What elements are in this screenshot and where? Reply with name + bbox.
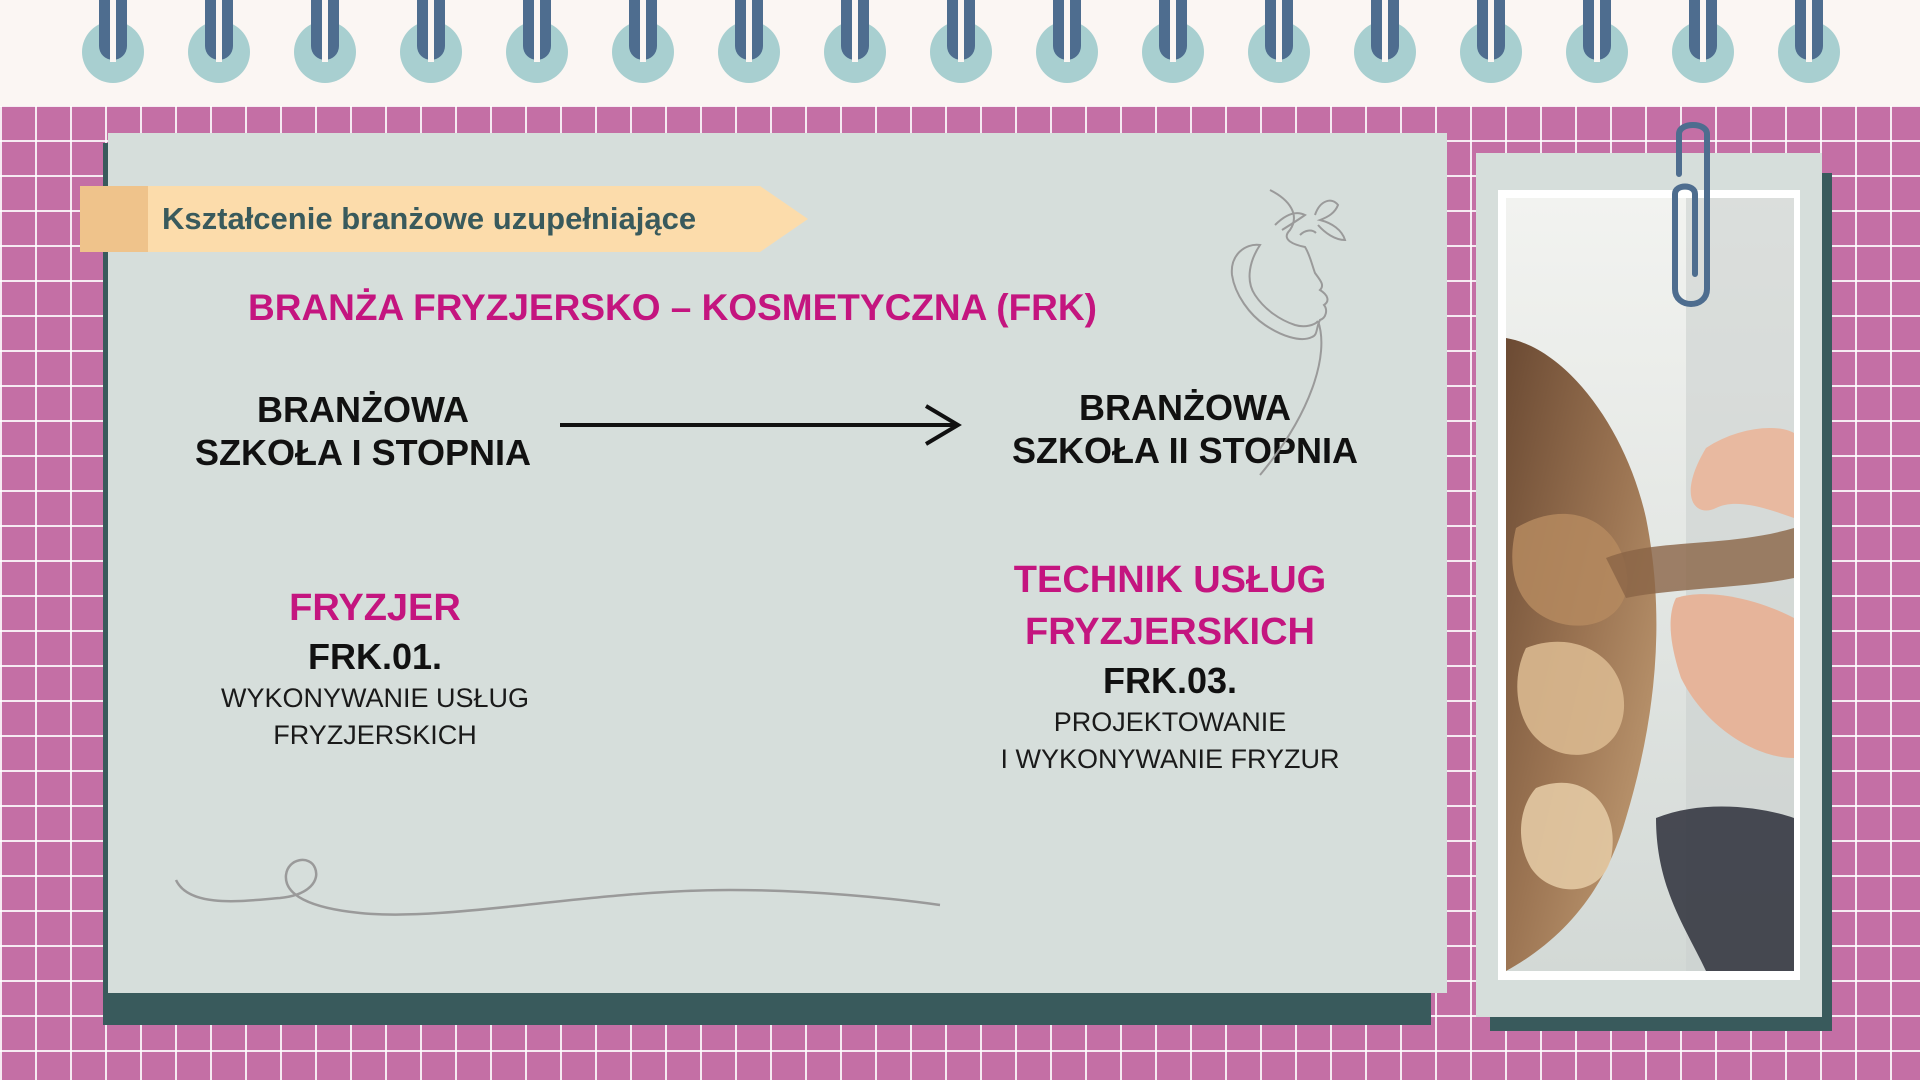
- school-level-1: BRANŻOWA SZKOŁA I STOPNIA: [178, 388, 548, 474]
- banner-label: Kształcenie branżowe uzupełniające: [162, 201, 697, 236]
- binder-ring-icon: [1460, 0, 1522, 83]
- binder-ring-icon: [1036, 0, 1098, 83]
- binder-ring-icon: [82, 0, 144, 83]
- profession-left-title: FRYZJER: [289, 587, 461, 629]
- profession-left-desc-line2: FRYZJERSKICH: [273, 720, 477, 750]
- binder-ring-icon: [506, 0, 568, 83]
- face-line-art: [1230, 189, 1347, 476]
- binder-ring-icon: [400, 0, 462, 83]
- profession-left: FRYZJER FRK.01. WYKONYWANIE USŁUG FRYZJE…: [175, 582, 575, 754]
- profession-right-title-line2: FRYZJERSKICH: [1025, 611, 1315, 653]
- category-banner: Kształcenie branżowe uzupełniające: [80, 186, 808, 252]
- profession-right-desc: PROJEKTOWANIE I WYKONYWANIE FRYZUR: [960, 704, 1380, 778]
- arrow-right-icon: [560, 404, 962, 446]
- paperclip-icon: [1672, 122, 1710, 307]
- binder-ring-icon: [188, 0, 250, 83]
- profession-left-code: FRK.01.: [307, 636, 443, 677]
- school-level-1-line2: SZKOŁA I STOPNIA: [194, 432, 532, 473]
- profession-left-desc: WYKONYWANIE USŁUG FRYZJERSKICH: [175, 680, 575, 754]
- profession-right-code: FRK.03.: [1102, 660, 1238, 701]
- school-level-1-line1: BRANŻOWA: [257, 389, 469, 430]
- profession-right-desc-line1: PROJEKTOWANIE: [1053, 707, 1287, 737]
- binder-ring-icon: [1778, 0, 1840, 83]
- profession-left-desc-line1: WYKONYWANIE USŁUG: [220, 683, 530, 713]
- binder-ring-icon: [930, 0, 992, 83]
- profession-right-title-line1: TECHNIK USŁUG: [1013, 559, 1327, 601]
- binder-ring-icon: [718, 0, 780, 83]
- industry-heading: BRANŻA FRYZJERSKO – KOSMETYCZNA (FRK): [248, 287, 1097, 328]
- binder-ring-icon: [1672, 0, 1734, 83]
- binder-ring-icon: [824, 0, 886, 83]
- hairdressing-photo: [1498, 190, 1800, 980]
- profession-right-title: TECHNIK USŁUG FRYZJERSKICH: [960, 554, 1380, 658]
- content-card: [108, 133, 1447, 993]
- profession-right-desc-line2: I WYKONYWANIE FRYZUR: [1000, 744, 1340, 774]
- school-level-2: BRANŻOWA SZKOŁA II STOPNIA: [1000, 386, 1370, 472]
- binder-ring-icon: [1248, 0, 1310, 83]
- profession-right: TECHNIK USŁUG FRYZJERSKICH FRK.03. PROJE…: [960, 554, 1380, 778]
- binder-ring-icon: [1142, 0, 1204, 83]
- binder-ring-icon: [1354, 0, 1416, 83]
- decorative-swirl: [174, 858, 941, 916]
- binder-ring-icon: [612, 0, 674, 83]
- binder-ring-icon: [294, 0, 356, 83]
- school-level-2-line2: SZKOŁA II STOPNIA: [1011, 430, 1359, 471]
- school-level-2-line1: BRANŻOWA: [1079, 387, 1291, 428]
- notebook-top-strip: [0, 0, 1920, 106]
- binder-ring-icon: [1566, 0, 1628, 83]
